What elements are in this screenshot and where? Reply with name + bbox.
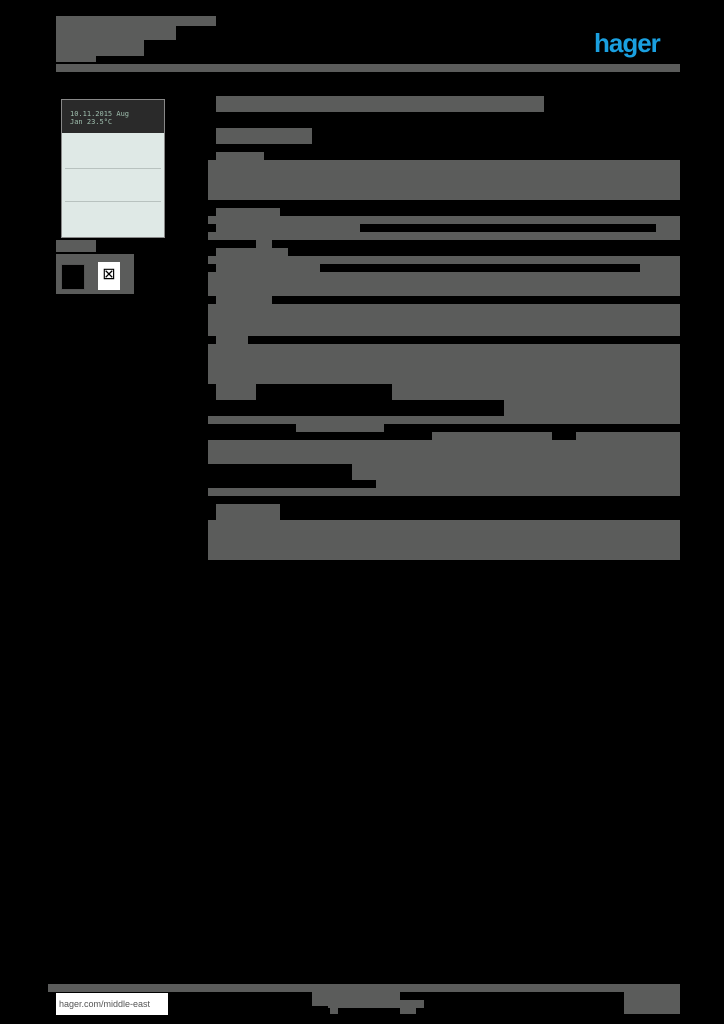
image-caption xyxy=(56,240,96,252)
section-2-row-4 xyxy=(256,240,272,248)
section-5-row-d xyxy=(208,416,680,424)
section-4-heading xyxy=(216,296,272,306)
display-line-1: 10.11.2015 Aug xyxy=(70,110,130,118)
header-rule xyxy=(56,64,680,72)
section-5-row-h xyxy=(208,440,680,464)
section-5-row-j xyxy=(376,480,680,488)
section-5-row-i xyxy=(352,464,680,480)
section-5-row-c xyxy=(504,400,680,416)
section-1-body xyxy=(208,160,680,200)
section-3-heading xyxy=(216,248,288,258)
section-5-row-f xyxy=(432,432,552,440)
product-code xyxy=(216,128,312,144)
section-4-body xyxy=(208,304,680,336)
section-3-row-1 xyxy=(208,256,680,264)
section-5-heading xyxy=(216,336,248,346)
section-5-row-b xyxy=(392,384,680,400)
section-1-heading xyxy=(216,152,264,162)
section-2-row-3 xyxy=(208,232,680,240)
footer-website-link[interactable]: hager.com/middle-east xyxy=(56,993,168,1015)
device-display: 10.11.2015 Aug Jan 23.5°C xyxy=(62,100,164,133)
section-5-row-g xyxy=(576,432,680,440)
product-image: 10.11.2015 Aug Jan 23.5°C xyxy=(61,99,165,238)
weee-recycling-icon: ⊠ xyxy=(98,262,120,290)
footer-center-mark-1 xyxy=(330,1006,338,1014)
section-2-row-1 xyxy=(208,216,680,224)
section-5-row-e xyxy=(296,424,384,432)
footer-center-mark-2 xyxy=(400,1006,416,1014)
button-divider-1 xyxy=(65,168,161,169)
section-2-row-2b xyxy=(656,224,680,232)
hager-logo: hager xyxy=(594,28,661,58)
product-title xyxy=(216,96,544,112)
header-title-line2 xyxy=(56,24,176,40)
button-divider-2 xyxy=(65,201,161,202)
section-2-heading xyxy=(216,208,280,218)
section-3-row-3 xyxy=(208,272,680,296)
section-6-body xyxy=(208,520,680,560)
footer-center-text-2 xyxy=(328,1000,424,1008)
section-3-row-2 xyxy=(216,264,320,272)
section-6-heading xyxy=(216,504,280,520)
header-subtitle-2 xyxy=(56,40,96,62)
color-swatch-icon xyxy=(61,264,85,290)
section-3-row-2b xyxy=(640,264,680,272)
header-title-line1 xyxy=(56,16,216,26)
section-2-row-2 xyxy=(216,224,360,232)
display-line-2: Jan 23.5°C xyxy=(70,118,113,126)
footer-page-number xyxy=(624,990,680,1014)
section-5-row-a xyxy=(216,384,256,400)
section-rule xyxy=(208,488,680,496)
section-5-body xyxy=(208,344,680,384)
footer-rule xyxy=(48,984,680,992)
